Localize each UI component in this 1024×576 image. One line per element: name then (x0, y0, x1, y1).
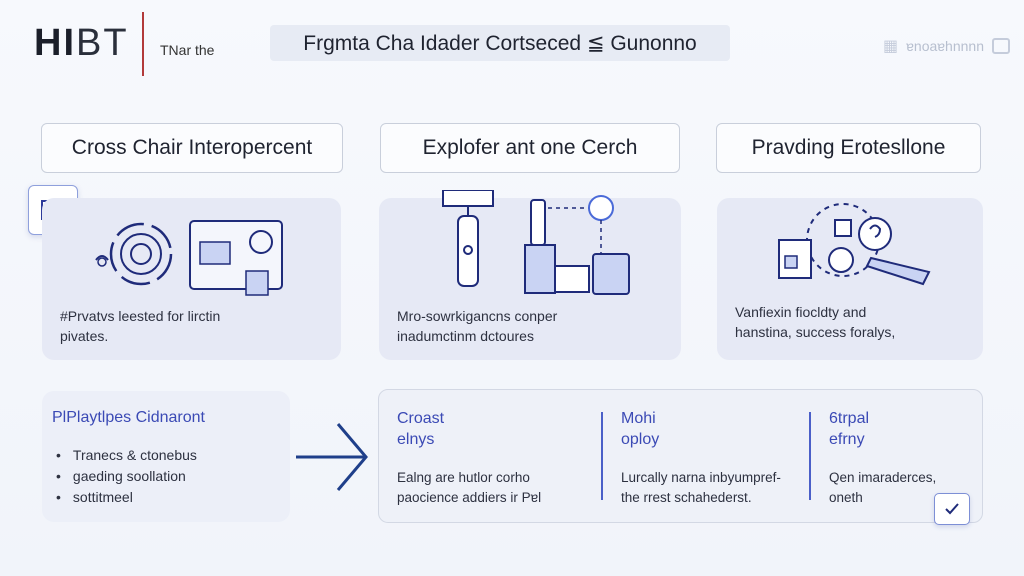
bottom-left-card: PlPlaytlpes Cidnaront Tranecs & ctonebus… (42, 391, 290, 522)
grid-icon[interactable]: ▦ (883, 38, 899, 55)
section-panel-explorer: Mro-sowrkigancns conper inadumctinm dcto… (379, 190, 681, 360)
column-2-text: Lurcally narna inbyumpref- the rrest sch… (621, 470, 781, 505)
window-icon[interactable] (992, 38, 1010, 54)
column-3: 6trpal efrny Qen imaraderces, oneth (829, 408, 969, 508)
logo-divider (142, 12, 144, 76)
top-right-tools: ▦ ɐnoaɐhnnnn (883, 36, 1010, 56)
check-icon (945, 503, 959, 515)
column-1: Croast elnys Ealng are hutlor corho paoc… (397, 408, 587, 508)
section-heading-explorer: Explofer ant one Cerch (380, 123, 680, 173)
bottom-left-title: PlPlaytlpes Cidnaront (52, 409, 205, 426)
section-heading-providing: Pravding Erotesllone (716, 123, 981, 173)
list-item: gaeding soollation (48, 466, 197, 487)
explorer-illustration-icon (442, 190, 630, 295)
section-panel-interop: #Prvatvs leested for lirctin pivates. (42, 198, 341, 360)
tagline: TNar the (160, 42, 215, 58)
providing-illustration-icon (778, 203, 931, 286)
list-item: sottitmeel (48, 487, 197, 508)
logo-thin: BT (76, 22, 129, 64)
column-1-text: Ealng are hutlor corho paocience addiers… (397, 470, 542, 505)
logo: HIBT (34, 22, 129, 65)
section-heading-interop: Cross Chair Interopercent (41, 123, 343, 173)
column-divider (601, 412, 603, 500)
column-2-title: Mohi oploy (621, 410, 660, 448)
arrow-right-icon (296, 423, 368, 491)
logo-bold: HI (34, 22, 76, 64)
column-divider (809, 412, 811, 500)
section-text-explorer: Mro-sowrkigancns conper inadumctinm dcto… (397, 308, 558, 344)
column-2: Mohi oploy Lurcally narna inbyumpref- th… (621, 408, 811, 508)
bottom-left-bullets: Tranecs & ctonebus gaeding soollation so… (48, 445, 197, 508)
page-title-banner: Frgmta Cha Idader Cortseced ≦ Gunonno (270, 25, 730, 61)
list-item: Tranecs & ctonebus (48, 445, 197, 466)
checkbox-button[interactable] (934, 493, 970, 525)
column-1-title: Croast elnys (397, 410, 445, 448)
interop-illustration-icon (95, 220, 283, 296)
column-3-title: 6trpal efrny (829, 410, 870, 448)
section-text-interop: #Prvatvs leested for lirctin pivates. (60, 308, 221, 344)
section-panel-providing: Vanfiexin fiocldty and hanstina, success… (717, 198, 983, 360)
top-right-text: ɐnoaɐhnnnn (906, 38, 984, 54)
section-text-providing: Vanfiexin fiocldty and hanstina, success… (735, 304, 896, 340)
column-3-text: Qen imaraderces, oneth (829, 470, 937, 505)
bottom-right-card: Croast elnys Ealng are hutlor corho paoc… (378, 389, 983, 523)
